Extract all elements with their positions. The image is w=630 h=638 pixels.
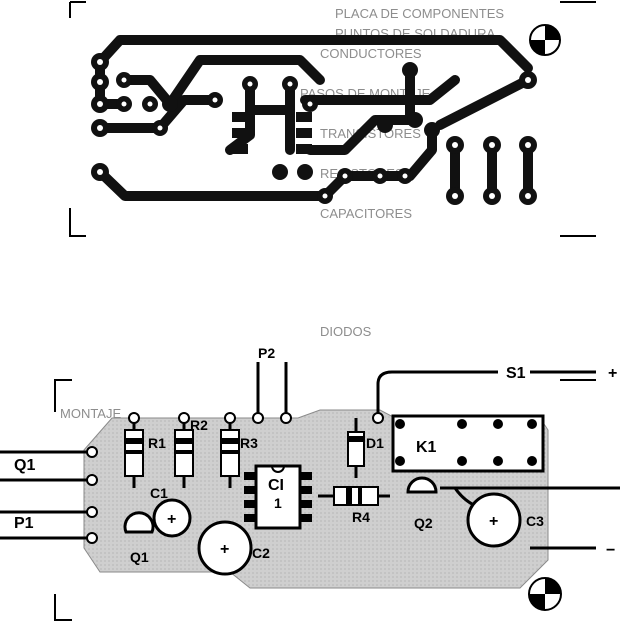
label-k1: K1 — [416, 439, 437, 456]
capacitor-c1 — [152, 498, 192, 538]
resistor-r3 — [220, 418, 240, 488]
component-layout — [0, 362, 620, 621]
c3-polarity-plus: + — [489, 513, 498, 530]
pad-holes — [97, 59, 531, 199]
label-r2: R2 — [190, 417, 208, 433]
label-c3: C3 — [526, 513, 544, 529]
copper-traces — [95, 35, 533, 201]
background-text-line: CONDUCTORES — [320, 46, 422, 61]
diode-d1 — [347, 418, 365, 478]
solder-points — [86, 412, 384, 544]
c2-polarity-plus: + — [220, 541, 229, 558]
crop-marks-top — [69, 1, 596, 237]
label-p2: P2 — [258, 345, 275, 361]
crop-marks-bottom — [54, 379, 596, 621]
copper-layout — [69, 1, 596, 237]
label-ci: CI — [268, 477, 284, 494]
transistor-q2 — [406, 476, 438, 494]
label-p1: P1 — [14, 515, 34, 532]
background-text-line: DIODOS — [320, 324, 372, 339]
background-text-line: MONTAJE — [60, 406, 122, 421]
transistor-q1 — [123, 511, 155, 534]
capacitor-c3 — [466, 492, 522, 548]
relay-k1 — [391, 414, 545, 473]
label-d1: D1 — [366, 435, 384, 451]
external-wires — [0, 362, 620, 550]
label-ci-pin: 1 — [274, 495, 282, 511]
resistor-r4 — [318, 486, 390, 506]
registration-target-bottom — [528, 577, 562, 611]
registration-target-top — [529, 24, 561, 56]
background-text-line: PLACA DE COMPONENTES — [335, 6, 505, 21]
label-q2: Q2 — [414, 515, 433, 531]
label-q1: Q1 — [130, 549, 149, 565]
ic-chip — [244, 464, 312, 530]
label-r4: R4 — [352, 509, 370, 525]
resistor-r2 — [174, 418, 194, 488]
label-r3: R3 — [240, 435, 258, 451]
label-c2: C2 — [252, 545, 270, 561]
label-c1: C1 — [150, 485, 168, 501]
c1-polarity-plus: + — [167, 511, 176, 528]
label-q1-lead: Q1 — [14, 457, 35, 474]
label-s1: S1 — [506, 365, 526, 382]
resistor-r1 — [124, 418, 144, 488]
capacitor-c2 — [197, 520, 253, 576]
component-labels: R1 R2 R3 R4 C1 C2 C3 Q1 Q1 Q2 P1 P2 S1 D… — [14, 345, 617, 565]
label-supply-minus: − — [606, 542, 615, 559]
background-text-line: TRANSISTORES — [320, 126, 421, 141]
label-supply-plus: + — [608, 365, 617, 382]
background-text-line: CAPACITORES — [320, 206, 412, 221]
label-r1: R1 — [148, 435, 166, 451]
